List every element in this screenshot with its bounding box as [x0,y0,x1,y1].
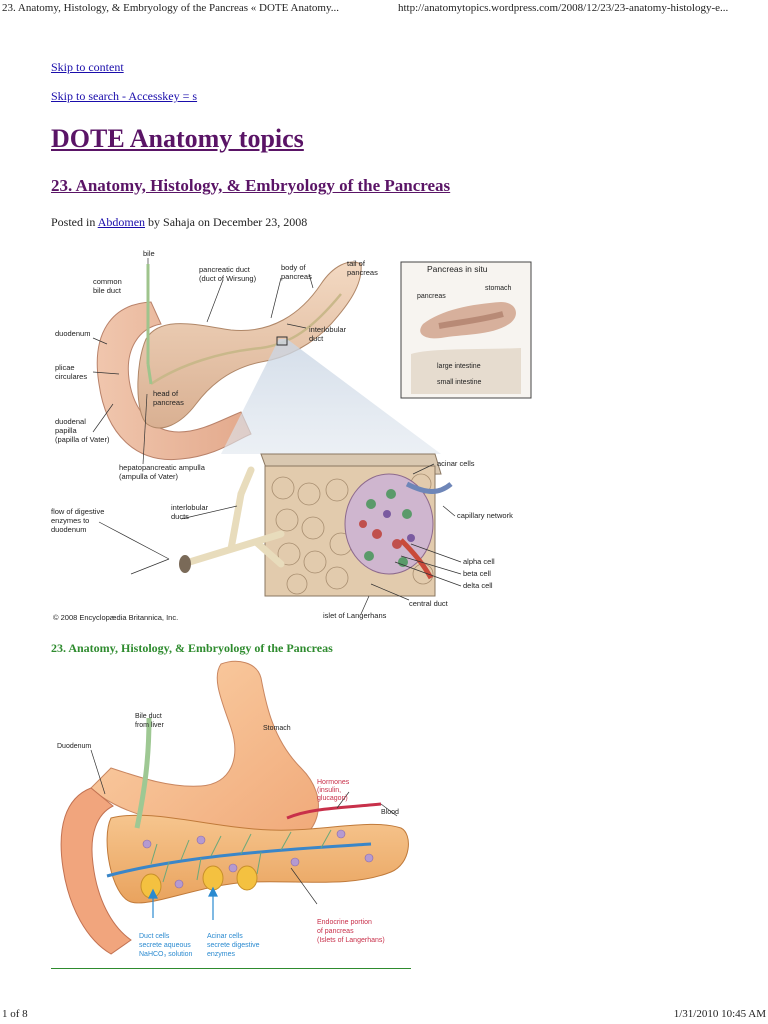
label-endocrine-portion-2: of pancreas [317,928,354,935]
print-page-url: http://anatomytopics.wordpress.com/2008/… [398,2,729,14]
label-capillary-network: capillary network [457,511,513,520]
skip-to-content-link[interactable]: Skip to content [51,60,124,74]
inset-label-pancreas: pancreas [417,293,446,300]
print-footer: 1 of 8 1/31/2010 10:45 AM [0,1004,768,1024]
label-flow-of-digestive-enzymes: flow of digestive [51,507,104,516]
figure-caption: 23. Anatomy, Histology, & Embryology of … [51,641,333,655]
label-blood: Blood [381,809,399,816]
meta-author-date: by Sahaja on December 23, 2008 [148,215,308,229]
label-duct-cells-3: NaHCO₃ solution [139,951,193,958]
label-endocrine-portion: Endocrine portion [317,919,372,926]
label-duodenum: duodenum [55,329,90,338]
post-meta: Posted in Abdomen by Sahaja on December … [51,215,307,230]
label-acinar-cells-2: Acinar cells [207,933,243,940]
label-bile-duct-2: from liver [135,722,164,729]
label-alpha-cell: alpha cell [463,557,495,566]
label-flow-of-digestive-enzymes-3: duodenum [51,525,86,534]
label-hepatopancreatic-ampulla: hepatopancreatic ampulla [119,463,206,472]
label-acinar-cells-2b: secrete digestive [207,942,260,949]
label-acinar-cells: acinar cells [437,459,475,468]
label-interlobular-duct-2: duct [309,334,324,343]
post-title-link[interactable]: 23. Anatomy, Histology, & Embryology of … [51,176,451,195]
inset-title: Pancreas in situ [427,264,488,274]
label-bile-duct: Bile duct [135,713,162,720]
pancreas-function-illustration: Bile duct from liver Stomach Duodenum Bl… [57,660,409,958]
label-hepatopancreatic-ampulla-2: (ampulla of Vater) [119,472,179,481]
pancreas-shape [106,814,409,904]
print-date: 1/31/2010 10:45 AM [673,1008,766,1020]
copyright-notice: © 2008 Encyclopædia Britannica, Inc. [53,613,178,622]
skip-to-search-link[interactable]: Skip to search - Accesskey = s [51,89,198,103]
label-interlobular-ducts-2: ducts [171,512,189,521]
label-interlobular-duct: interlobular [309,325,347,334]
meta-prefix: Posted in [51,215,96,229]
category-link-abdomen[interactable]: Abdomen [97,215,146,229]
inset-label-large-intestine: large intestine [437,363,481,370]
inset-pancreas-in-situ [400,261,532,399]
label-common-bile-duct: common [93,277,122,286]
section-divider [51,968,411,969]
pancreas-body-shape [137,261,362,429]
label-hormones-3: glucagon) [317,795,348,802]
label-tail-of-pancreas-2: pancreas [347,268,378,277]
pancreas-anatomy-illustration: bile common bile duct pancreatic duct (d… [51,249,532,622]
label-head-of-pancreas-2: pancreas [153,398,184,407]
label-body-of-pancreas: body of [281,263,307,272]
label-duodenal-papilla-2: papilla [55,426,78,435]
print-header: 23. Anatomy, Histology, & Embryology of … [0,0,768,20]
print-page-title: 23. Anatomy, Histology, & Embryology of … [2,2,339,14]
print-page-number: 1 of 8 [2,1008,28,1020]
label-tail-of-pancreas: tail of [347,259,366,268]
label-duodenum-2: Duodenum [57,743,91,750]
label-islet-of-langerhans: islet of Langerhans [323,611,387,620]
label-pancreatic-duct: pancreatic duct [199,265,251,274]
inset-label-stomach: stomach [485,285,512,292]
label-plicae-circulares-2: circulares [55,372,87,381]
label-body-of-pancreas-2: pancreas [281,272,312,281]
label-duct-cells: Duct cells [139,933,170,940]
label-acinar-cells-2c: enzymes [207,951,236,958]
label-endocrine-portion-3: (Islets of Langerhans) [317,937,385,944]
label-plicae-circulares: plicae [55,363,75,372]
label-common-bile-duct-2: bile duct [93,286,122,295]
label-delta-cell: delta cell [463,581,493,590]
label-central-duct: central duct [409,599,449,608]
label-interlobular-ducts: interlobular [171,503,209,512]
label-hormones: Hormones [317,779,350,786]
label-duodenal-papilla-3: (papilla of Vater) [55,435,110,444]
label-stomach: Stomach [263,725,291,732]
label-bile: bile [143,249,155,258]
label-duct-cells-2: secrete aqueous [139,942,191,949]
site-title-link[interactable]: DOTE Anatomy topics [51,124,304,153]
label-head-of-pancreas: head of [153,389,179,398]
inset-label-small-intestine: small intestine [437,379,481,386]
histology-block [179,453,453,597]
duodenum-shape-2 [60,787,132,955]
label-beta-cell: beta cell [463,569,491,578]
label-flow-of-digestive-enzymes-2: enzymes to [51,516,89,525]
label-duodenal-papilla: duodenal [55,417,86,426]
label-hormones-2: (insulin, [317,787,341,794]
label-pancreatic-duct-2: (duct of Wirsung) [199,274,257,283]
